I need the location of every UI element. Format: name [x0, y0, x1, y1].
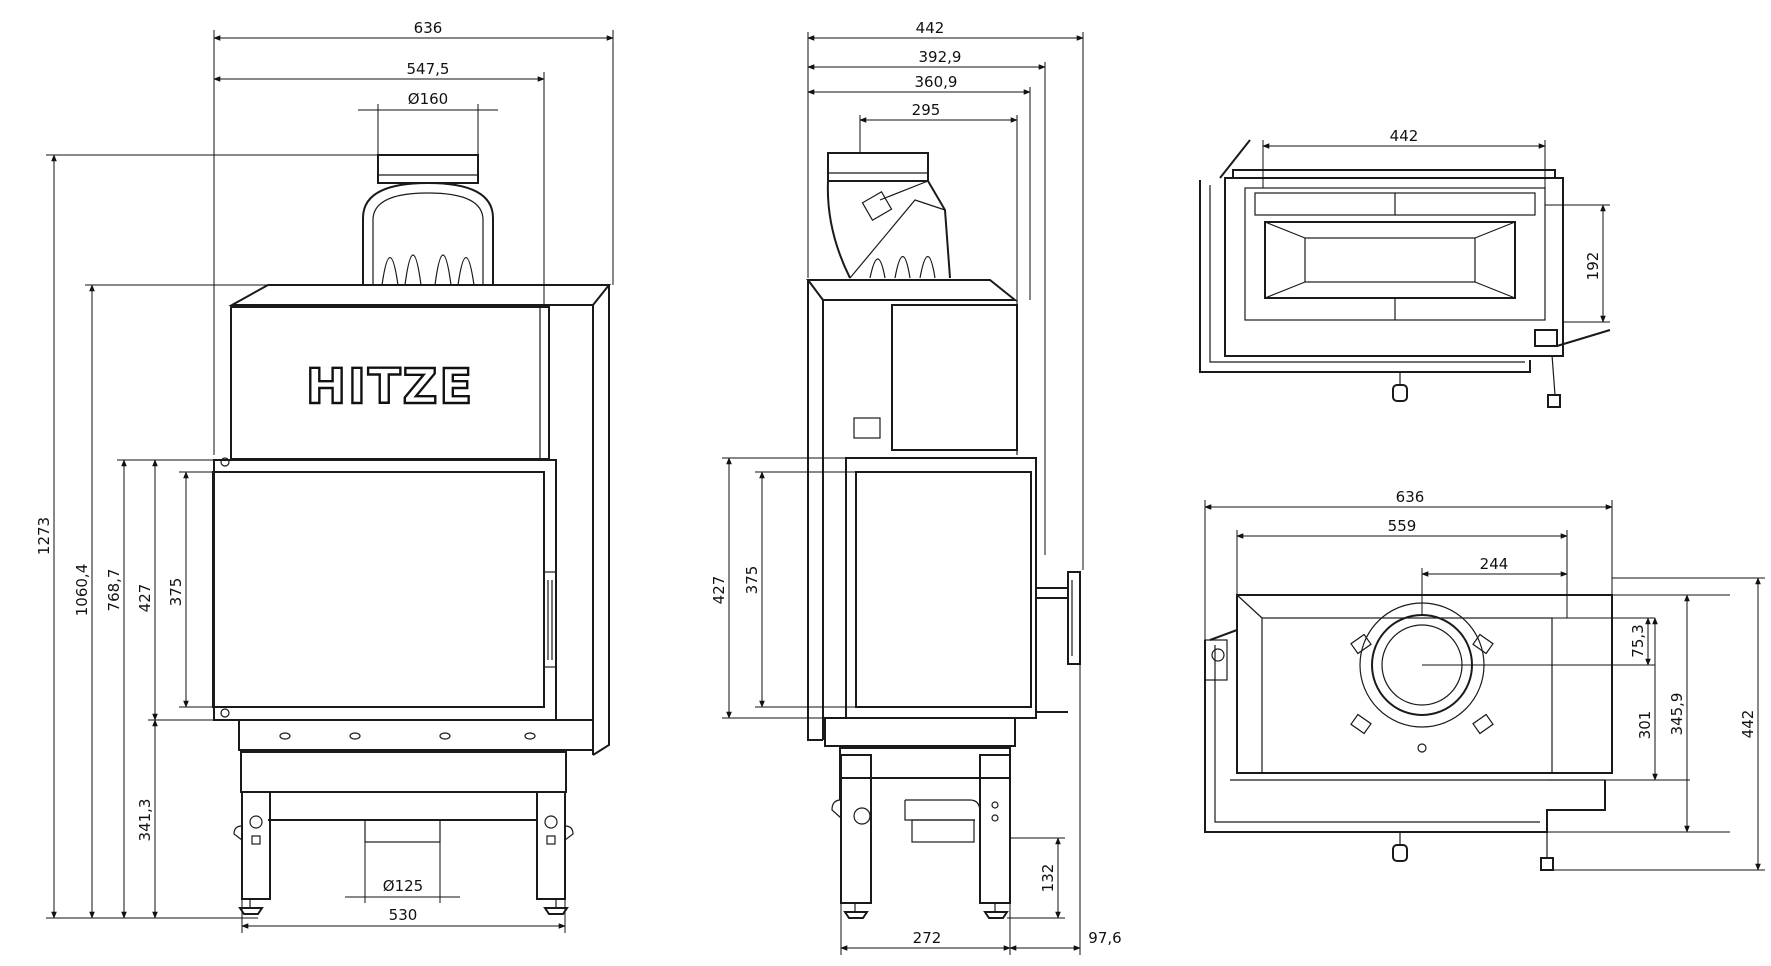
plan-depth-2-label: 345,9: [1668, 693, 1686, 736]
side-view: [806, 152, 1081, 919]
side-dimensions: 442 392,9 360,9 295 427 375 132 272 97,6: [710, 19, 1122, 955]
front-base-width-label: 530: [389, 906, 418, 924]
side-hood: [891, 304, 1018, 451]
front-door-latch: [543, 571, 557, 668]
side-depth-3-label: 360,9: [915, 73, 958, 91]
front-side-panel: [592, 285, 610, 756]
side-flue-collar: [827, 152, 929, 182]
front-top-cap: [228, 284, 612, 306]
front-width-label: 636: [414, 19, 443, 37]
side-lower-rail: [824, 717, 1016, 747]
plan-overall-depth-label: 442: [1739, 710, 1757, 739]
front-flue-diameter-label: Ø160: [408, 90, 448, 108]
front-air-inlet-diameter-label: Ø125: [383, 877, 423, 895]
front-door-top-height-label: 768,7: [105, 569, 123, 612]
front-leg-right: [536, 791, 566, 900]
top-view-dimensions: 442 192: [1262, 127, 1610, 323]
side-top-cap: [806, 279, 1018, 301]
top-view-depth-label: 192: [1584, 252, 1602, 281]
side-flue-offset-label: 295: [912, 101, 941, 119]
plan-view-dimensions: 636 559 244 75,3 301 345,9 442: [1204, 488, 1765, 871]
side-depth-label: 442: [916, 19, 945, 37]
front-base: [240, 751, 567, 793]
front-door-frame: [213, 459, 557, 721]
front-base-height-label: 341,3: [136, 799, 154, 842]
front-body-width-label: 547,5: [407, 60, 450, 78]
front-lower-rail: [238, 719, 594, 751]
plan-flue-offset-x-label: 244: [1480, 555, 1509, 573]
front-overall-height-label: 1273: [35, 517, 53, 555]
plan-inner-width-label: 559: [1388, 517, 1417, 535]
side-logo-plate: [853, 417, 881, 439]
plan-view-body: [1236, 594, 1613, 774]
top-view: [1199, 139, 1611, 408]
front-door-height-label: 427: [136, 584, 154, 613]
front-leg-left: [241, 791, 271, 900]
side-glass-height-label: 375: [743, 566, 761, 595]
side-flue-adapter: [826, 180, 851, 279]
side-handle-offset-label: 97,6: [1088, 929, 1121, 947]
plan-depth-1-label: 301: [1636, 711, 1654, 740]
top-view-handle: [1534, 329, 1558, 347]
top-view-body: [1224, 177, 1564, 357]
side-door-glass: [855, 471, 1032, 708]
hitze-logo: HITZE: [306, 359, 474, 415]
front-flue-collar: [377, 154, 479, 184]
front-air-inlet: [364, 819, 441, 843]
side-leg-spacing-label: 272: [913, 929, 942, 947]
plan-view: [1204, 594, 1613, 871]
top-view-baffle: [1264, 221, 1516, 299]
side-leg-left: [840, 754, 872, 904]
side-door-frame: [845, 457, 1037, 719]
front-door-glass: [212, 471, 545, 708]
side-leg-height-label: 132: [1039, 864, 1057, 893]
side-depth-2-label: 392,9: [919, 48, 962, 66]
plan-width-label: 636: [1396, 488, 1425, 506]
side-door-handle: [1067, 571, 1081, 665]
top-view-width-label: 442: [1390, 127, 1419, 145]
plan-flue-offset-y-label: 75,3: [1629, 624, 1647, 657]
front-view: HITZE: [212, 154, 612, 915]
front-flue-adapter: [362, 181, 494, 285]
side-door-height-label: 427: [710, 576, 728, 605]
front-dimensions: 636 547,5 Ø160 1273 1060,4 768,7 427 375: [35, 19, 614, 933]
front-glass-height-label: 375: [167, 578, 185, 607]
front-body-height-label: 1060,4: [73, 564, 91, 617]
